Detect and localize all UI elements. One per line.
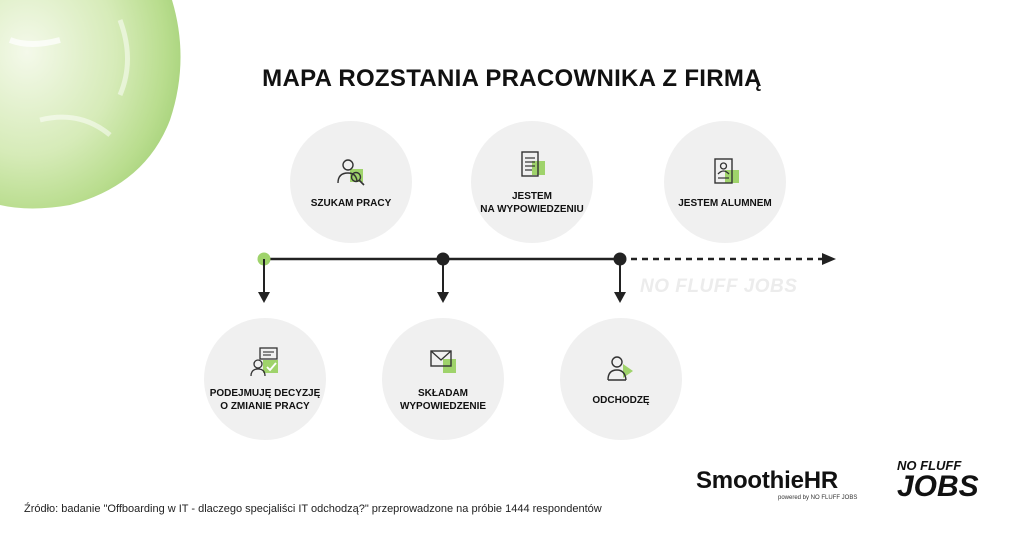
step-circle-jestem-na-wypowiedzeniu: JESTEM NA WYPOWIEDZENIU <box>471 121 593 243</box>
step-circle-szukam-pracy: SZUKAM PRACY <box>290 121 412 243</box>
down-arrow-2-head <box>437 292 449 303</box>
step-circle-podejmuje-decyzje: PODEJMUJĘ DECYZJĘ O ZMIANIE PRACY <box>204 318 326 440</box>
step-label: SKŁADAM WYPOWIEDZENIE <box>399 388 487 412</box>
lime-slice-decoration <box>0 0 181 209</box>
timeline-node-2 <box>436 252 450 266</box>
source-note: Źródło: badanie "Offboarding w IT - dlac… <box>24 503 602 515</box>
step-label: JESTEM NA WYPOWIEDZENIU <box>480 191 584 215</box>
id-card-icon <box>714 157 739 184</box>
timeline-arrowhead <box>822 253 836 265</box>
nofluffjobs-logo: NO FLUFF JOBS <box>897 458 997 508</box>
timeline-node-1 <box>257 252 271 266</box>
page-title: MAPA ROZSTANIA PRACOWNIKA Z FIRMĄ <box>262 65 762 92</box>
step-label: JESTEM ALUMNEM <box>678 197 772 209</box>
smoothiehr-logo-text: SmoothieHR <box>696 467 839 494</box>
document-icon <box>521 151 545 177</box>
envelope-icon <box>430 350 456 373</box>
step-label: ODCHODZĘ <box>592 394 650 406</box>
nofluffjobs-logo-top: NO FLUFF <box>897 458 962 473</box>
watermark: NO FLUFF JOBS <box>640 276 798 297</box>
step-label: SZUKAM PRACY <box>310 197 392 209</box>
nofluffjobs-logo-bottom: JOBS <box>897 470 979 503</box>
timeline-node-3 <box>613 252 627 266</box>
decision-chat-icon <box>250 347 278 377</box>
step-label: PODEJMUJĘ DECYZJĘ O ZMIANIE PRACY <box>209 388 321 412</box>
smoothiehr-logo: SmoothieHR powered by NO FLUFF JOBS <box>696 467 871 501</box>
person-leaving-icon <box>607 355 633 381</box>
down-arrow-1-head <box>258 292 270 303</box>
powered-by-text: powered by NO FLUFF JOBS <box>778 495 858 501</box>
down-arrow-3-head <box>614 292 626 303</box>
step-circle-jestem-alumnem: JESTEM ALUMNEM <box>664 121 786 243</box>
step-circle-odchodze: ODCHODZĘ <box>560 318 682 440</box>
step-circle-skladam-wypowiedzenie: SKŁADAM WYPOWIEDZENIE <box>382 318 504 440</box>
person-search-icon <box>337 158 365 186</box>
